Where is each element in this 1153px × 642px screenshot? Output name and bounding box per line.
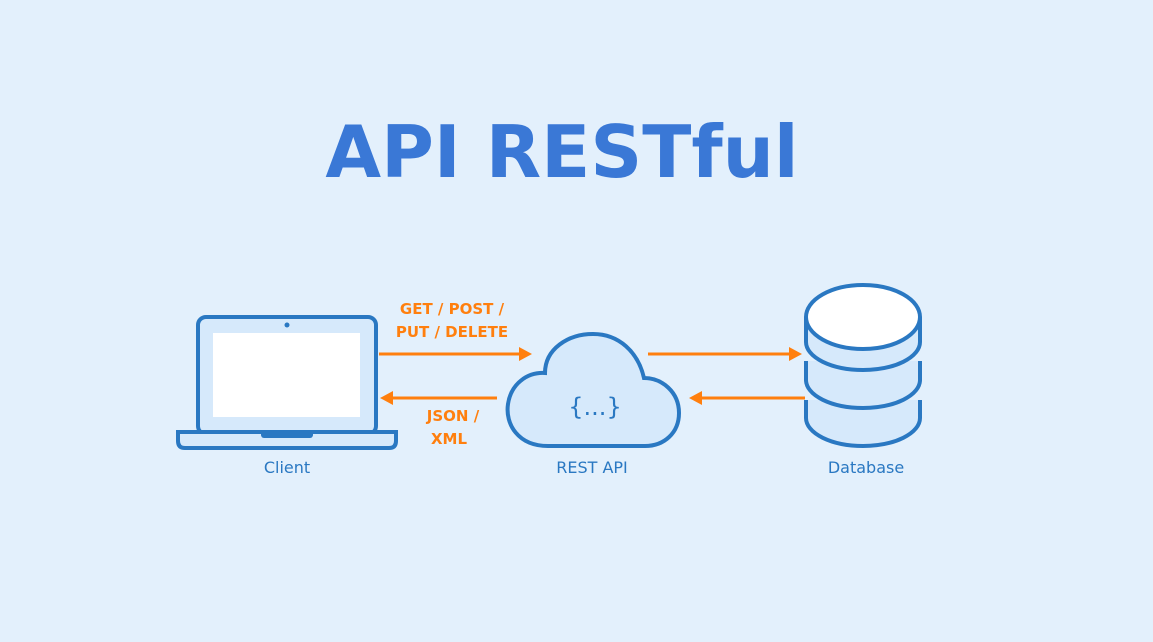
response-format-line1: JSON / [426, 407, 480, 425]
request-methods-line2: PUT / DELETE [396, 323, 508, 341]
database-label: Database [828, 458, 904, 477]
request-methods-line1: GET / POST / [400, 300, 505, 318]
result-arrow [689, 391, 805, 405]
cloud-icon [505, 331, 682, 448]
request-arrow [379, 347, 532, 361]
query-arrow [648, 347, 802, 361]
response-format-line2: XML [431, 430, 467, 448]
database-icon [804, 283, 922, 448]
page-title: API RESTful [325, 110, 798, 194]
response-arrow [380, 391, 497, 405]
laptop-icon [176, 315, 398, 450]
api-braces-symbol: {...} [568, 393, 621, 421]
rest-api-label: REST API [556, 458, 628, 477]
client-label: Client [264, 458, 310, 477]
